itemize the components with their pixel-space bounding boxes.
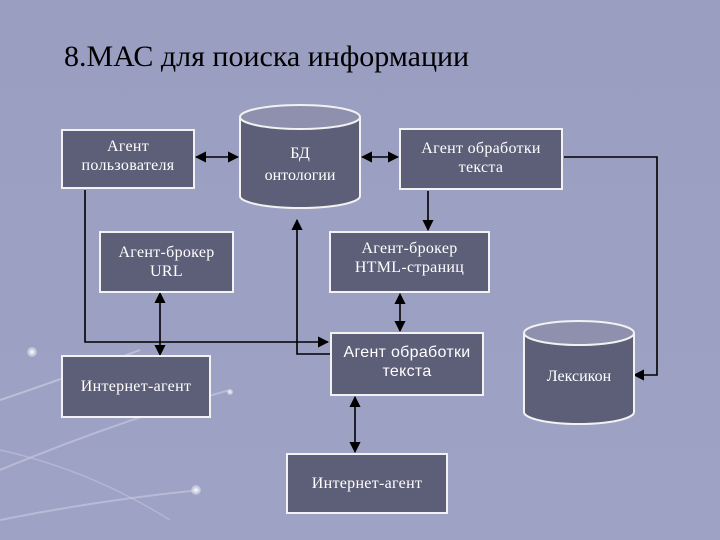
decorative-dot <box>27 347 37 357</box>
arrow-textagent-lexicon <box>564 156 658 381</box>
node-text-agent-top: Агент обработки текста <box>399 128 563 190</box>
slide-title: 8.МАС для поиска информации <box>64 40 470 73</box>
node-internet-agent-bottom: Интернет-агент <box>286 453 448 514</box>
node-lexicon-label: Лексикон <box>546 368 612 385</box>
node-internet-agent-left: Интернет-агент <box>61 355 211 418</box>
node-broker-html: Агент-брокер HTML-страниц <box>329 231 490 293</box>
arrow-user-textagent <box>84 190 330 348</box>
node-text-agent-mid: Агент обработки текста <box>330 332 484 396</box>
node-broker-url: Агент-брокер URL <box>99 231 234 293</box>
node-user-agent: Агент пользователя <box>61 129 195 189</box>
cylinder-ontology-db <box>239 104 361 209</box>
arrow-textagent-ontology <box>291 218 330 355</box>
node-ontology-db-label: БД онтологии <box>264 145 336 184</box>
cylinder-lexicon <box>523 320 635 425</box>
decorative-dot <box>191 485 201 495</box>
decorative-dot <box>227 389 233 395</box>
